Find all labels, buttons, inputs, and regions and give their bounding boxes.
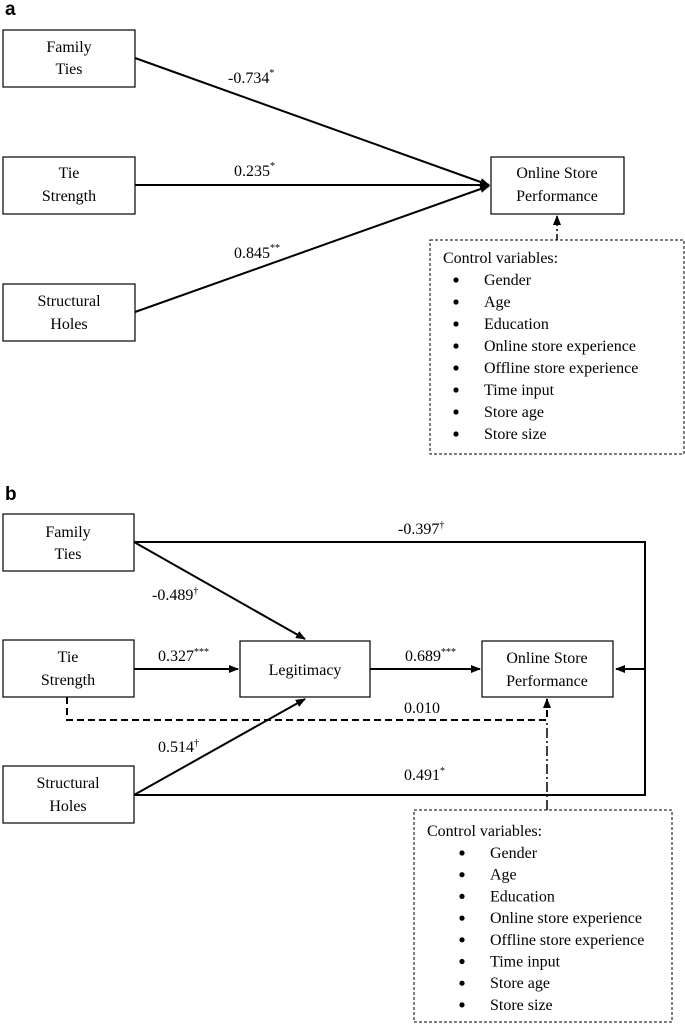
- panel-a-node-tie-strength: Tie Strength: [2, 156, 136, 215]
- bullet-icon: [453, 277, 459, 283]
- panel-a-arrow-holes-performance: [134, 185, 490, 313]
- panel-a-node-structural-holes: Structural Holes: [2, 283, 136, 342]
- node-label-line: Strength: [42, 188, 96, 205]
- panel-b-node-legitimacy: Legitimacy: [239, 640, 371, 698]
- bullet-icon: [453, 387, 459, 393]
- panel-b-node-structural-holes: Structural Holes: [2, 765, 135, 824]
- node-label-line: Holes: [50, 316, 87, 333]
- node-label-line: Online Store: [516, 165, 597, 182]
- controls-title: Control variables:: [427, 823, 542, 840]
- control-variable-item: Time input: [484, 382, 555, 399]
- bullet-icon: [459, 1002, 465, 1008]
- node-label-line: Online Store: [506, 650, 587, 667]
- panel-b-node-family-ties: Family Ties: [2, 513, 135, 572]
- panel-a-node-performance: Online Store Performance: [490, 156, 625, 215]
- bullet-icon: [453, 299, 459, 305]
- control-variable-item: Gender: [484, 272, 532, 289]
- node-label-line: Ties: [55, 546, 82, 563]
- panel-b-arrow-holes-legitimacy: [133, 698, 306, 796]
- bullet-icon: [459, 893, 465, 900]
- panel-a-arrow-family-performance: [134, 57, 490, 186]
- bullet-icon: [453, 343, 459, 349]
- panel-a-coef-holes: 0.845**: [234, 243, 280, 262]
- bullet-icon: [459, 958, 465, 965]
- panel-b-node-performance: Online Store Performance: [481, 640, 614, 698]
- control-variable-item: Time input: [490, 954, 561, 971]
- node-label-line: Performance: [516, 188, 598, 205]
- bullet-icon: [453, 321, 459, 327]
- bullet-icon: [459, 937, 465, 943]
- control-variable-item: Store age: [490, 975, 550, 992]
- panel-b-arrow-family-legitimacy: [133, 541, 306, 640]
- panel-b-arrow-holes-performance: [134, 669, 646, 796]
- node-label-line: Performance: [506, 673, 588, 690]
- node-label-line: Tie: [59, 165, 80, 182]
- node-label-line: Family: [45, 524, 90, 541]
- node-label-line: Structural: [37, 293, 101, 310]
- panel-b-coef-family-legitimacy: -0.489†: [152, 586, 198, 604]
- bullet-icon: [453, 431, 459, 437]
- control-variable-item: Store size: [484, 426, 547, 443]
- node-label-line: Legitimacy: [269, 662, 342, 679]
- control-variable-item: Store size: [490, 997, 553, 1014]
- control-variable-item: Store age: [484, 404, 544, 421]
- bullet-icon: [459, 872, 465, 878]
- panel-b-arrow-tie-performance-dashed: [66, 697, 551, 721]
- panel-b-coef-tie-legitimacy: 0.327***: [158, 647, 209, 665]
- control-variable-item: Age: [490, 867, 517, 884]
- panel-b-coef-family-performance: -0.397†: [398, 520, 444, 538]
- panel-b-controls-box: Control variables: GenderAgeEducationOnl…: [413, 809, 673, 1023]
- panel-b-coef-holes-performance: 0.491*: [404, 766, 445, 784]
- panel-a-coef-family: -0.734*: [228, 68, 274, 87]
- control-variable-item: Education: [484, 316, 549, 333]
- panel-a-node-family-ties: Family Ties: [2, 29, 136, 88]
- bullet-icon: [459, 915, 465, 921]
- panel-b-coef-holes-legitimacy: 0.514†: [158, 738, 199, 756]
- panel-b-coef-tie-performance: 0.010: [404, 700, 440, 717]
- control-variable-item: Education: [490, 888, 555, 905]
- node-label-line: Family: [46, 39, 91, 56]
- panel-b-coef-legitimacy-performance: 0.689***: [405, 647, 456, 665]
- panel-a-label: a: [5, 0, 16, 20]
- panel-b-label: b: [5, 484, 17, 505]
- bullet-icon: [453, 409, 459, 415]
- control-variable-item: Age: [484, 294, 511, 311]
- node-label-line: Holes: [49, 798, 86, 815]
- node-label-line: Ties: [56, 61, 83, 78]
- node-label-line: Strength: [41, 672, 95, 689]
- node-label-line: Structural: [36, 775, 100, 792]
- control-variable-item: Gender: [490, 845, 538, 862]
- panel-a-controls-box: Control variables: GenderAgeEducationOnl…: [429, 239, 685, 455]
- bullet-icon: [459, 850, 465, 856]
- control-variable-item: Offline store experience: [490, 932, 644, 949]
- control-variable-item: Offline store experience: [484, 360, 638, 377]
- bullet-icon: [459, 980, 465, 986]
- control-variable-item: Online store experience: [484, 338, 636, 355]
- bullet-icon: [453, 365, 459, 371]
- node-label-line: Tie: [58, 649, 79, 666]
- controls-title: Control variables:: [443, 250, 558, 267]
- control-variable-item: Online store experience: [490, 910, 642, 927]
- panel-b-arrow-family-performance: [134, 541, 646, 673]
- panel-b-node-tie-strength: Tie Strength: [2, 639, 135, 698]
- panel-a-coef-tie: 0.235*: [234, 161, 275, 180]
